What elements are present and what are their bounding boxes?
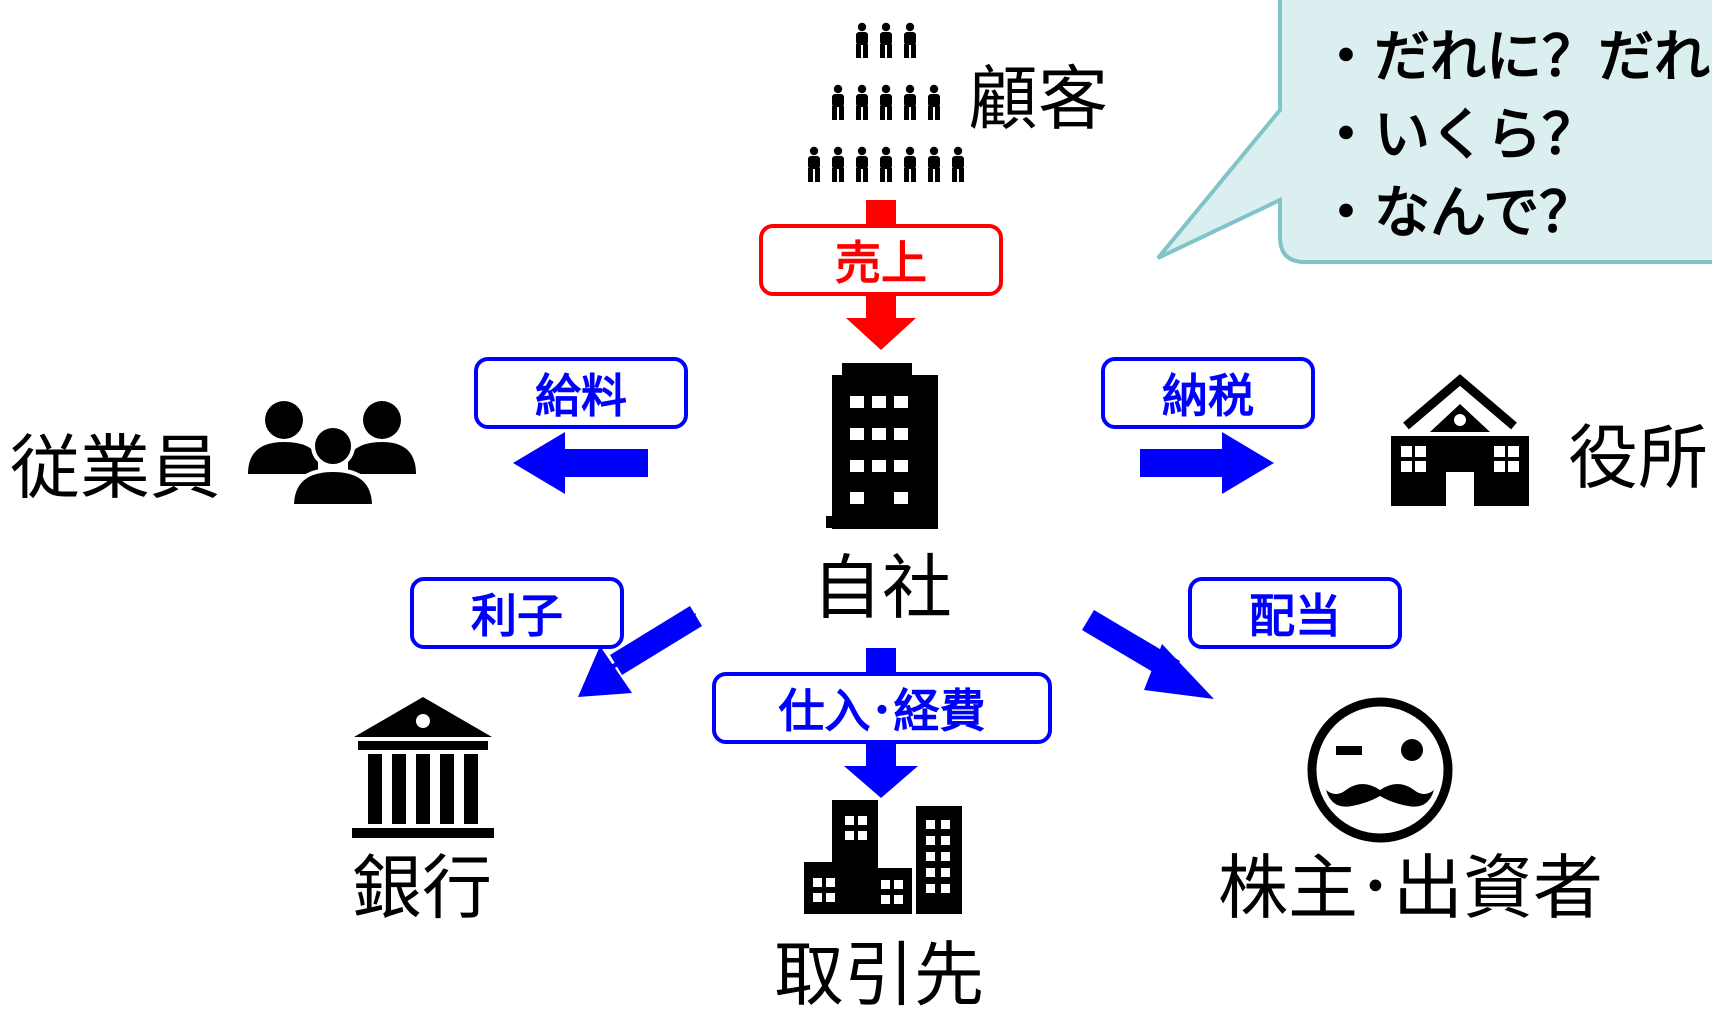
salary-arrow: [513, 432, 648, 494]
salary-flow-label: 給料: [474, 357, 688, 429]
sales-flow-label: 売上: [759, 224, 1003, 296]
interest-flow-label: 利子: [410, 577, 624, 649]
interest-arrow-body: [578, 606, 702, 697]
callout-bubble: [1156, 0, 1712, 264]
crowd-icon: [808, 22, 964, 182]
suppliers-label: 取引先: [774, 934, 984, 1016]
callout-line-2: ・いくら？: [1318, 103, 1598, 168]
company-label: 自社: [812, 547, 952, 629]
government-label: 役所: [1568, 417, 1708, 499]
dividend-flow-label: 配当: [1188, 577, 1402, 649]
dividend-arrow: [1082, 610, 1214, 699]
bank-label: 銀行: [352, 847, 492, 929]
employees-label: 従業員: [10, 427, 220, 509]
mustache-face-icon: [1307, 697, 1453, 843]
tax-arrow: [1140, 432, 1274, 494]
customers-label: 顧客: [968, 58, 1108, 140]
bank-icon: [352, 697, 494, 838]
tax-flow-label: 納税: [1101, 357, 1315, 429]
users-icon: [248, 401, 416, 508]
buildings-icon: [804, 800, 962, 914]
shareholders-label: 株主･出資者: [1218, 847, 1603, 929]
purchase-flow-label: 仕入･経費: [712, 672, 1052, 744]
government-building-icon: [1391, 374, 1529, 506]
callout-line-3: ・なんで？: [1318, 181, 1596, 246]
office-building-icon: [826, 363, 938, 529]
callout-line-1: ・だれに？だれか: [1318, 25, 1712, 90]
